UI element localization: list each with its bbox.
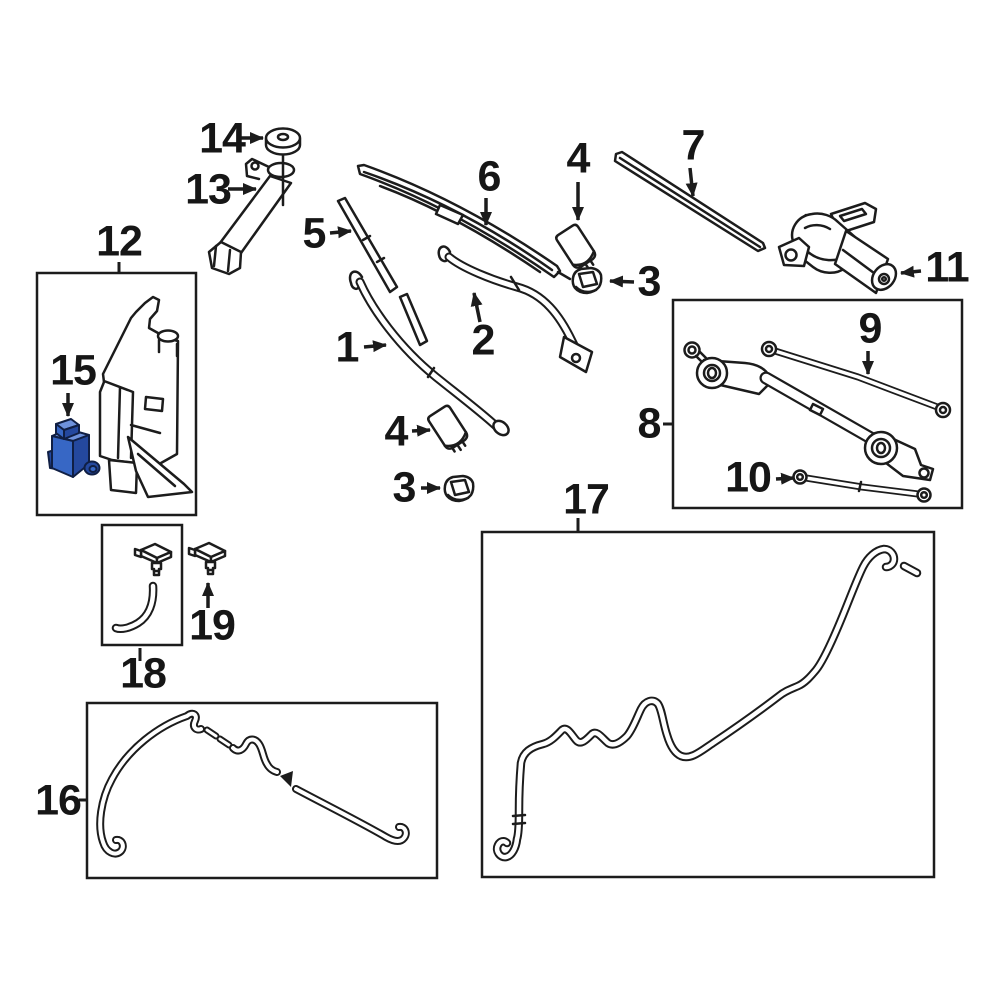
callout-label-18: 18 bbox=[120, 649, 167, 698]
callout-label-2: 2 bbox=[471, 316, 496, 365]
callout-label-4a: 4 bbox=[566, 134, 591, 183]
part-3-nut-mid bbox=[443, 474, 475, 503]
callout-label-3b: 3 bbox=[392, 463, 417, 512]
callout-label-3a: 3 bbox=[637, 257, 662, 306]
group-box-16 bbox=[85, 701, 439, 880]
part-3-nut-top bbox=[571, 266, 603, 295]
group-box-17 bbox=[480, 530, 936, 879]
callout-label-14: 14 bbox=[199, 114, 246, 163]
callout-label-1: 1 bbox=[335, 323, 360, 372]
callout-label-5: 5 bbox=[302, 209, 327, 258]
arrow-3a bbox=[609, 275, 635, 288]
arrow-7 bbox=[685, 167, 698, 197]
callout-label-6: 6 bbox=[477, 152, 502, 201]
part-4-pivot-cap-mid bbox=[425, 403, 474, 458]
callout-label-4b: 4 bbox=[384, 407, 409, 456]
part-11-wiper-motor bbox=[777, 201, 898, 295]
callout-label-17: 17 bbox=[563, 475, 610, 524]
part-4-pivot-cap-top bbox=[553, 222, 602, 277]
callout-label-12: 12 bbox=[96, 217, 143, 266]
part-6-wiper-blade bbox=[356, 163, 572, 281]
part-1-wiper-arm bbox=[348, 270, 510, 437]
group-box-12 bbox=[35, 271, 198, 517]
callout-label-9: 9 bbox=[858, 304, 883, 353]
arrow-2 bbox=[470, 292, 483, 323]
group-box-8 bbox=[671, 298, 964, 510]
callout-arrows bbox=[62, 132, 922, 802]
callout-label-7: 7 bbox=[681, 121, 706, 170]
callout-label-13: 13 bbox=[185, 165, 232, 214]
callout-label-11: 11 bbox=[925, 243, 969, 292]
arrow-5 bbox=[329, 226, 352, 239]
callout-label-19: 19 bbox=[189, 601, 236, 650]
arrow-11 bbox=[900, 265, 922, 278]
part-17-washer-hose bbox=[492, 544, 922, 862]
part-5-wiper-blade bbox=[336, 196, 429, 347]
part-7-blade-refill bbox=[613, 150, 767, 253]
arrow-10 bbox=[775, 472, 795, 485]
callout-label-15: 15 bbox=[50, 346, 97, 395]
part-8-wiper-linkage bbox=[683, 340, 952, 503]
arrow-4b bbox=[411, 424, 431, 437]
arrow-1 bbox=[363, 340, 387, 353]
part-2-wiper-arm bbox=[437, 245, 594, 374]
part-12-washer-reservoir bbox=[98, 295, 194, 499]
part-18-nozzle-kit bbox=[111, 542, 173, 634]
part-15-washer-pump bbox=[47, 418, 101, 478]
part-16-washer-hose bbox=[96, 709, 410, 858]
part-14-reservoir-cap bbox=[264, 127, 302, 207]
callout-label-10: 10 bbox=[725, 453, 772, 502]
callout-label-8: 8 bbox=[637, 399, 662, 448]
part-19-washer-nozzle bbox=[187, 541, 227, 576]
group-box-18 bbox=[100, 523, 184, 647]
callout-label-16: 16 bbox=[35, 776, 82, 825]
